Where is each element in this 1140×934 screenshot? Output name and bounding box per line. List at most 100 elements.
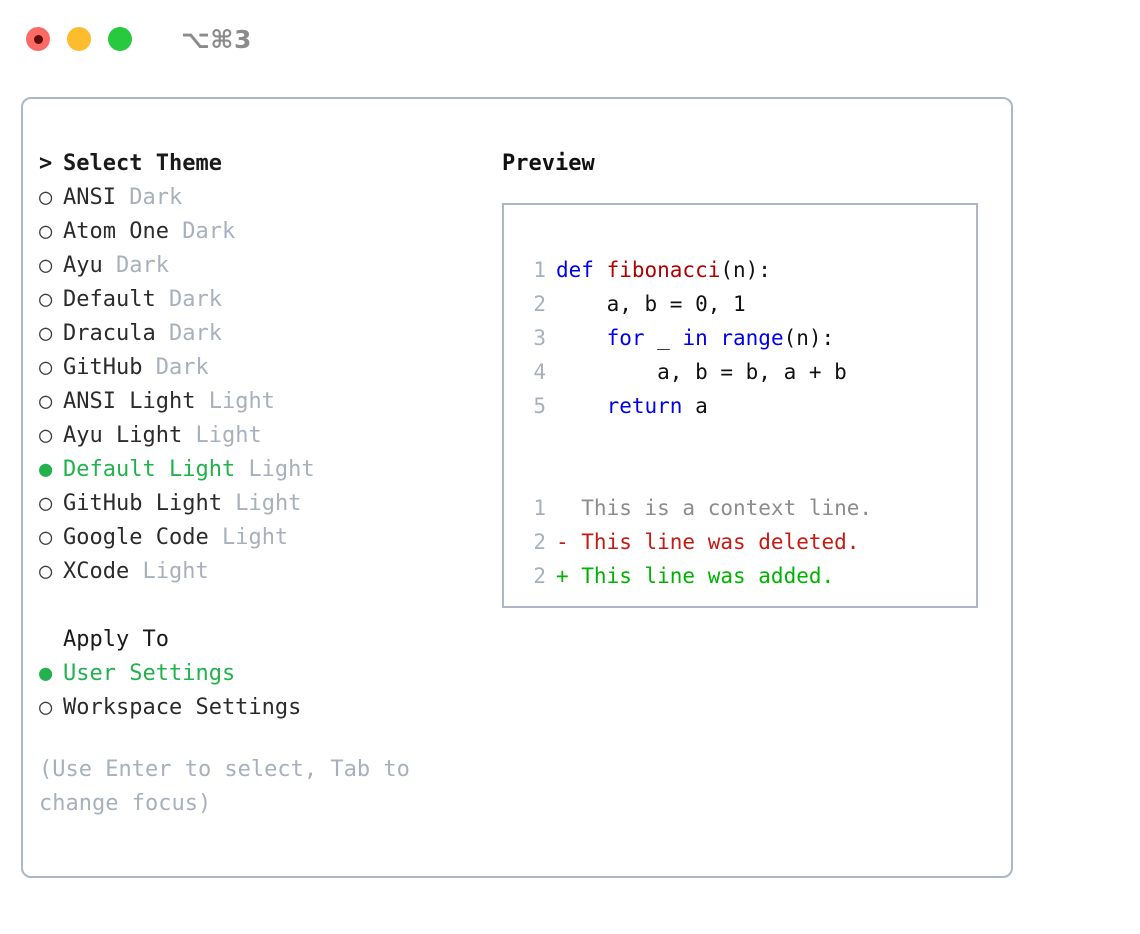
- theme-list-item[interactable]: ○ Atom One Dark: [39, 215, 479, 249]
- line-number: 3: [533, 326, 546, 350]
- code-token: a: [682, 394, 708, 418]
- theme-name: Google Code: [63, 525, 209, 550]
- radio-unselected-icon: ○: [39, 525, 53, 550]
- theme-list-item[interactable]: ○ Google Code Light: [39, 521, 479, 555]
- theme-mode-label: Dark: [155, 355, 209, 380]
- code-token: a, b = 0, 1: [556, 292, 746, 316]
- theme-list-item[interactable]: ○ XCode Light: [39, 555, 479, 589]
- theme-list-item[interactable]: ○Ayu Light Light: [39, 419, 479, 453]
- theme-name: Ayu: [63, 253, 103, 278]
- diff-line-context: 1 This is a context line.: [522, 491, 976, 525]
- diff-content: This is a context line.: [556, 496, 873, 520]
- code-token: _: [644, 326, 683, 350]
- theme-mode: [222, 487, 235, 521]
- theme-name: Ayu Light: [63, 423, 183, 448]
- theme-selector-panel: >Select Theme ○ANSI Dark ○Atom One Dark …: [39, 147, 479, 821]
- code-content: a, b = b, a + b: [556, 355, 847, 389]
- radio-selected-icon: ●: [39, 661, 53, 686]
- code-content: for _ in range(n):: [556, 321, 835, 355]
- apply-to-label: Apply To: [63, 627, 169, 652]
- theme-mode: [129, 555, 142, 589]
- theme-mode: [182, 419, 195, 453]
- theme-name: GitHub: [63, 355, 143, 380]
- apply-to-option[interactable]: ○Workspace Settings: [39, 691, 479, 725]
- theme-mode-label: Dark: [129, 185, 183, 210]
- theme-list-item[interactable]: ○ ANSI Dark: [39, 181, 479, 215]
- apply-to-option-label: Workspace Settings: [63, 695, 302, 720]
- theme-list-item[interactable]: ○Ayu Dark: [39, 249, 479, 283]
- theme-mode-label: Light: [235, 491, 302, 516]
- radio-unselected-icon: ○: [39, 491, 53, 516]
- theme-list-item[interactable]: ○ ANSI Light Light: [39, 385, 479, 419]
- theme-mode: [142, 351, 155, 385]
- theme-mode: [169, 215, 182, 249]
- radio-unselected-icon: ○: [39, 559, 53, 584]
- code-token: def: [556, 258, 607, 282]
- code-token: for: [606, 326, 645, 350]
- select-theme-label: Select Theme: [63, 151, 222, 176]
- code-token: [556, 326, 607, 350]
- theme-list-item[interactable]: ○ Default Dark: [39, 283, 479, 317]
- keyboard-hint: (Use Enter to select, Tab to change focu…: [39, 757, 424, 816]
- radio-unselected-icon: ○: [39, 219, 53, 244]
- theme-name: Dracula: [63, 321, 156, 346]
- theme-name: XCode: [63, 559, 130, 584]
- diff-line-deleted: 2 - This line was deleted.: [522, 525, 976, 559]
- code-line: 4 a, b = b, a + b: [522, 355, 976, 389]
- theme-name: ANSI Light: [63, 389, 196, 414]
- theme-name: ANSI: [63, 185, 116, 210]
- theme-mode-label: Light: [208, 389, 275, 414]
- radio-unselected-icon: ○: [39, 253, 53, 278]
- line-number: 2: [533, 292, 546, 316]
- diff-content: - This line was deleted.: [556, 530, 860, 554]
- theme-list-item[interactable]: ○GitHub Light Light: [39, 487, 479, 521]
- select-theme-header: >Select Theme: [39, 147, 479, 181]
- radio-unselected-icon: ○: [39, 321, 53, 346]
- theme-mode-label: Dark: [182, 219, 236, 244]
- code-blank-line: [522, 457, 976, 491]
- code-content: return a: [556, 389, 708, 423]
- code-content: a, b = 0, 1: [556, 287, 746, 321]
- code-line: 2 a, b = 0, 1: [522, 287, 976, 321]
- theme-mode-label: Dark: [168, 287, 222, 312]
- theme-mode: [156, 283, 169, 317]
- minimize-button[interactable]: [67, 27, 91, 51]
- radio-unselected-icon: ○: [39, 287, 53, 312]
- theme-mode: [209, 521, 222, 555]
- theme-mode: [195, 385, 208, 419]
- code-token: (n):: [720, 258, 771, 282]
- code-token: (n):: [783, 326, 835, 350]
- apply-to-header: Apply To: [39, 623, 479, 657]
- radio-unselected-icon: ○: [39, 355, 53, 380]
- apply-to-option-label: User Settings: [63, 661, 236, 686]
- code-token: a, b = b, a + b: [556, 360, 847, 384]
- diff-line-added: 2+ This line was added.: [522, 559, 976, 593]
- theme-name: Atom One: [63, 219, 169, 244]
- close-button[interactable]: [26, 27, 50, 51]
- code-token: in range: [682, 326, 784, 350]
- radio-unselected-icon: ○: [39, 423, 53, 448]
- theme-mode-label: Light: [142, 559, 209, 584]
- code-token: return: [606, 394, 683, 418]
- theme-list-item[interactable]: ○ GitHub Dark: [39, 351, 479, 385]
- title-bar: ⌥⌘3: [0, 0, 1140, 78]
- theme-list-item-selected[interactable]: ●Default Light Light: [39, 453, 479, 487]
- theme-name: Default: [63, 287, 156, 312]
- code-line: 5 return a: [522, 389, 976, 423]
- theme-mode-label: Light: [248, 457, 315, 482]
- radio-unselected-icon: ○: [39, 185, 53, 210]
- list-spacer: [39, 589, 479, 623]
- maximize-button[interactable]: [108, 27, 132, 51]
- line-number: 1: [533, 496, 546, 520]
- apply-to-option-selected[interactable]: ● User Settings: [39, 657, 479, 691]
- theme-mode-label: Light: [221, 525, 289, 550]
- line-number: 2: [533, 530, 546, 554]
- radio-unselected-icon: ○: [39, 389, 53, 414]
- theme-name: Default Light: [63, 457, 236, 482]
- theme-list-item[interactable]: ○Dracula Dark: [39, 317, 479, 351]
- theme-mode: [116, 181, 129, 215]
